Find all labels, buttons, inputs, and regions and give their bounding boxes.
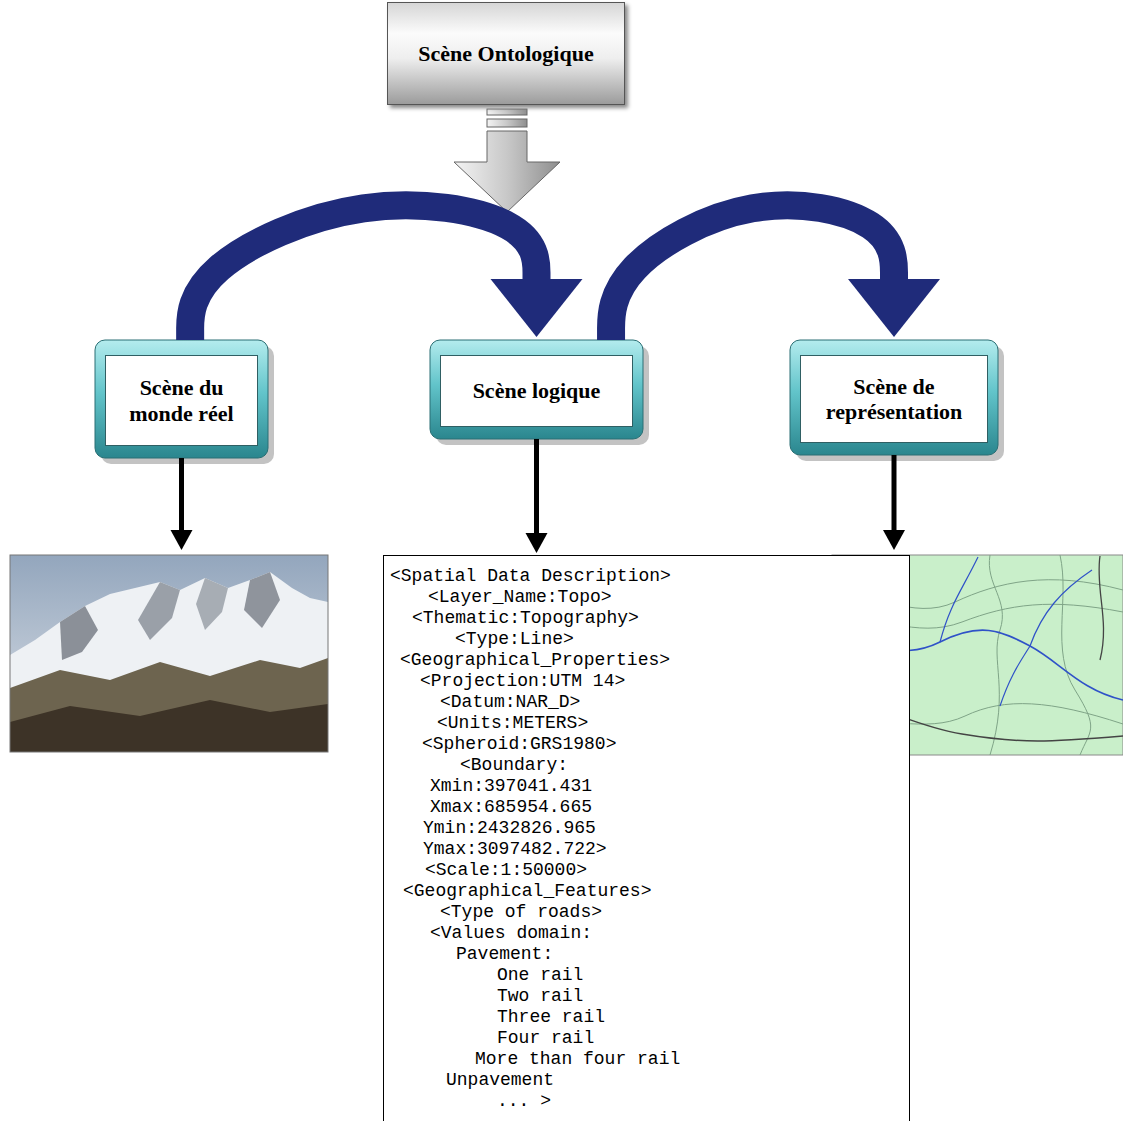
arrow-head (171, 530, 193, 550)
river (1000, 646, 1030, 706)
arrow-shaft (179, 458, 184, 532)
scene-box: Scène logique (440, 355, 633, 427)
box-frame (790, 340, 1004, 461)
scene-box: Scène de représentation (800, 355, 988, 443)
river (1030, 570, 1092, 646)
photo-sky (10, 555, 328, 752)
frame-body (95, 340, 268, 458)
picture-arrow (883, 455, 905, 550)
code-line: <Projection:UTM 14> (420, 671, 625, 692)
code-line: <Layer_Name:Topo> (428, 587, 612, 608)
code-line: <Scale:1:50000> (425, 860, 587, 881)
road (1099, 556, 1104, 660)
code-line: Two rail (497, 986, 583, 1007)
rock-face (196, 578, 228, 630)
code-line: <Values domain: (430, 923, 592, 944)
arrow-shaft (534, 439, 539, 537)
arrow-head (491, 279, 583, 337)
node-label: Scène de représentation (809, 374, 979, 425)
code-line: <Geographical_Properties> (400, 650, 670, 671)
node-label: Scène Ontologique (418, 41, 593, 67)
rock-face (244, 572, 280, 628)
photo-border (10, 555, 328, 752)
arrow-bar (487, 119, 527, 127)
frame-body (430, 340, 643, 439)
code-line: <Spheroid:GRS1980> (422, 734, 616, 755)
contour-line (989, 555, 1002, 755)
code-line: <Spatial Data Description> (390, 566, 671, 587)
code-line: <Units:METERS> (437, 713, 588, 734)
code-line: Ymin:2432826.965 (423, 818, 596, 839)
code-line: <Geographical_Features> (403, 881, 651, 902)
code-line: One rail (497, 965, 583, 986)
code-line: <Boundary: (460, 755, 568, 776)
node-label: Scène du monde réel (114, 375, 249, 426)
river (940, 557, 978, 642)
code-line: More than four rail (475, 1049, 680, 1070)
code-line: <Type:Line> (455, 629, 574, 650)
rock-face (60, 606, 98, 660)
code-line: <Thematic:Topography> (412, 608, 639, 629)
box-frame (430, 340, 649, 445)
flow-arrow (526, 439, 548, 553)
arrow-head (883, 530, 905, 550)
block-arrow (454, 109, 560, 212)
curved-arrow-band (190, 205, 536, 340)
scene-box: Scène du monde réel (105, 355, 258, 446)
code-line: ... > (497, 1091, 551, 1112)
flow-arrow (190, 205, 582, 340)
arrow-head (526, 533, 548, 553)
code-line: Xmin:397041.431 (430, 776, 592, 797)
box-frame (95, 340, 274, 464)
flow-arrow (611, 205, 940, 340)
code-line: Ymax:3097482.722> (423, 839, 607, 860)
foreground-slope (10, 700, 328, 752)
picture-arrow (171, 458, 193, 550)
contour-line (1060, 555, 1091, 755)
code-line: Pavement: (456, 944, 553, 965)
forest-slope (10, 658, 328, 752)
code-line: Three rail (497, 1007, 605, 1028)
arrow-head (848, 279, 940, 337)
arrow-shaft (892, 455, 897, 532)
code-line: <Type of roads> (440, 902, 602, 923)
title-box: Scène Ontologique (387, 2, 625, 105)
code-panel: <Spatial Data Description><Layer_Name:To… (383, 555, 910, 1121)
code-line: <Datum:NAR_D> (440, 692, 580, 713)
code-line: Xmax:685954.665 (430, 797, 592, 818)
box-frames (95, 340, 1004, 464)
code-line: Four rail (497, 1028, 594, 1049)
mountain-photo (10, 555, 328, 752)
rock-face (138, 582, 180, 640)
frame-body (790, 340, 998, 455)
node-label: Scène logique (473, 378, 601, 403)
code-line: Unpavement (446, 1070, 554, 1091)
arrow-bar (487, 109, 527, 115)
curved-arrow-band (611, 205, 894, 340)
